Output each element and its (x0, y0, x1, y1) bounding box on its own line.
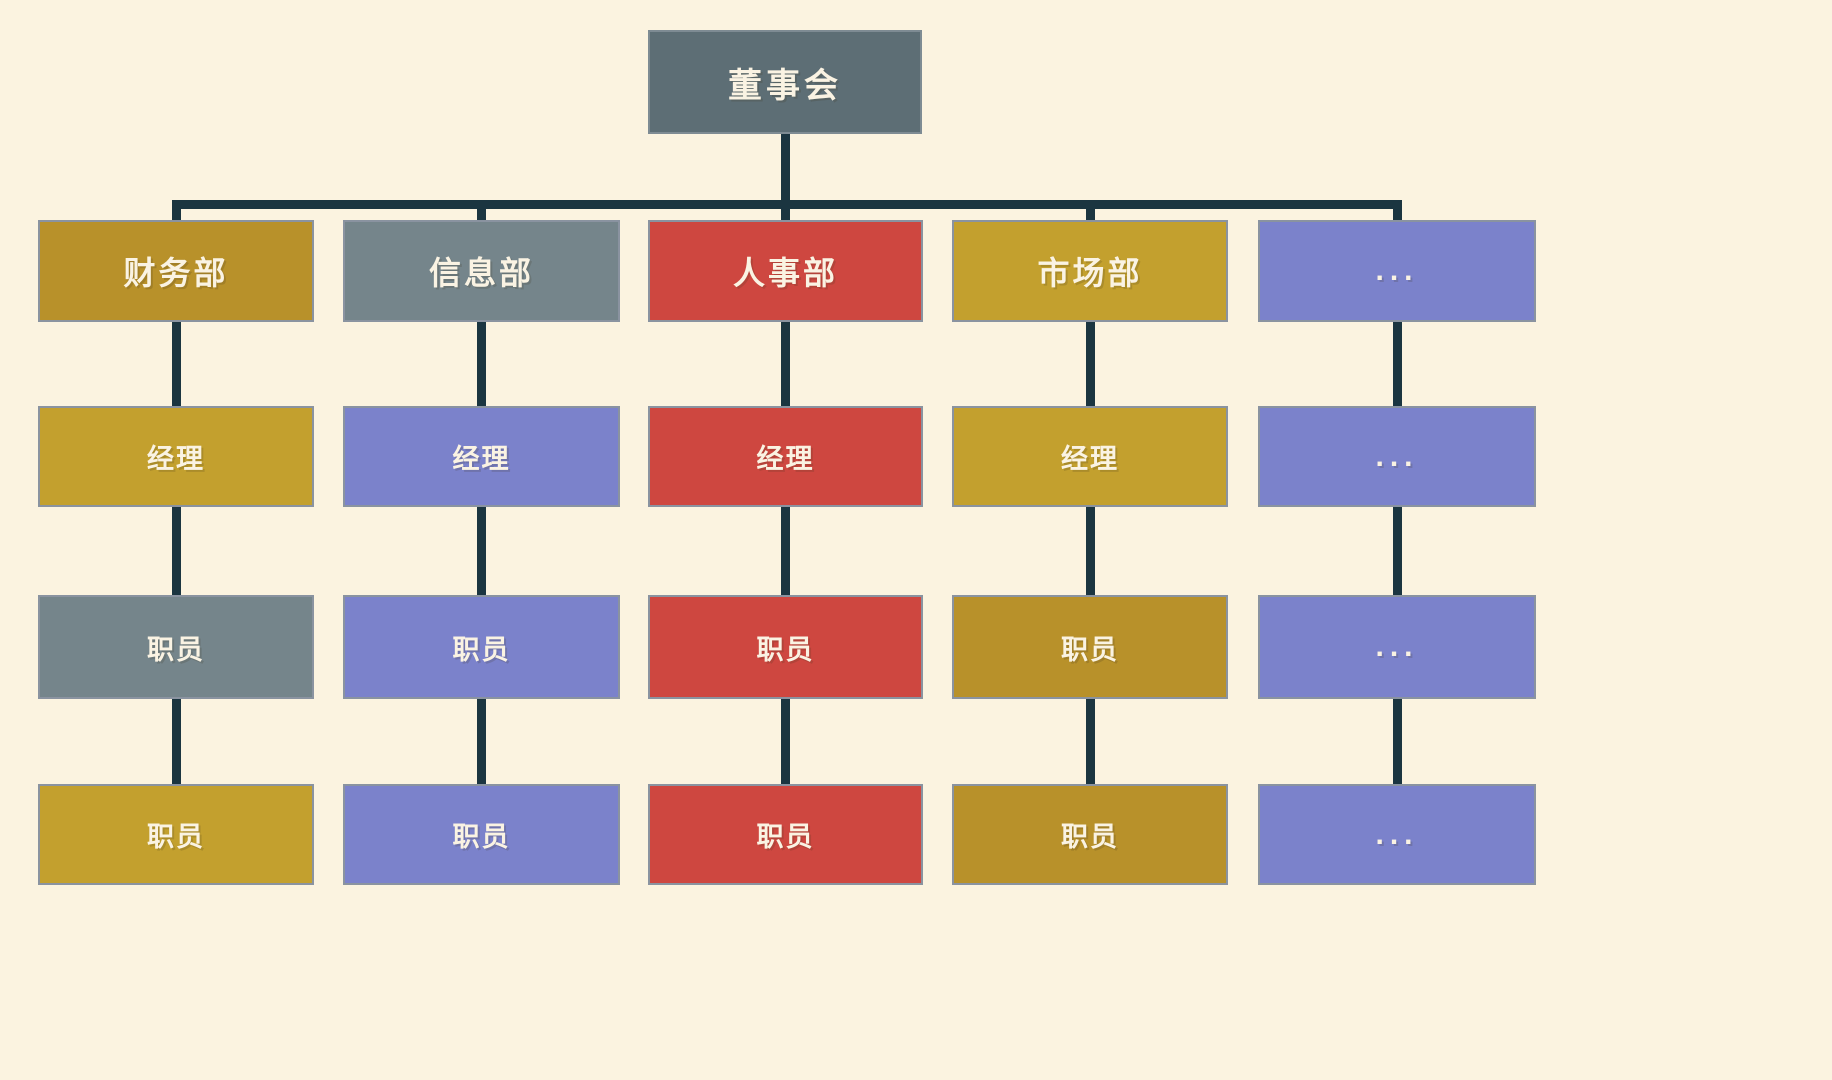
connector-drop-finance-3 (171, 696, 181, 788)
connector-drop-more-0 (1392, 200, 1402, 224)
node-marketing-manager-1[interactable]: 经理 (952, 406, 1228, 507)
node-label: 经理 (452, 444, 511, 474)
connector-drop-more-1 (1392, 319, 1402, 410)
connector-drop-marketing-3 (1085, 696, 1095, 788)
node-more-ellipsis-3[interactable]: ... (1258, 784, 1536, 885)
node-information-department-0[interactable]: 信息部 (343, 220, 620, 322)
connector-drop-finance-0 (171, 200, 181, 224)
node-label: 经理 (147, 444, 205, 474)
node-label: 职员 (1061, 634, 1119, 665)
node-marketing-staff-2[interactable]: 职员 (952, 595, 1228, 699)
connector-drop-marketing-1 (1085, 319, 1095, 410)
connector-drop-information-3 (477, 696, 486, 788)
node-more-ellipsis-1[interactable]: ... (1258, 406, 1536, 507)
node-marketing-department-0[interactable]: 市场部 (952, 220, 1228, 322)
node-label: ... (1375, 630, 1419, 663)
connector-drop-marketing-0 (1085, 200, 1095, 224)
node-label: ... (1375, 817, 1419, 851)
node-label: 人事部 (732, 255, 838, 291)
node-label: 经理 (756, 444, 815, 474)
connector-drop-finance-1 (171, 319, 181, 410)
node-label: 职员 (452, 822, 511, 852)
node-more-ellipsis-2[interactable]: ... (1258, 595, 1536, 699)
connector-drop-more-3 (1392, 696, 1402, 788)
connector-root-stem (780, 134, 790, 209)
node-finance-staff-3[interactable]: 职员 (38, 784, 314, 885)
connector-drop-information-0 (477, 200, 486, 224)
node-label: 董事会 (728, 66, 842, 105)
connector-drop-finance-2 (171, 504, 181, 599)
node-label: 职员 (756, 634, 815, 665)
connector-drop-human-resources-3 (781, 696, 790, 788)
connector-drop-human-resources-2 (781, 504, 790, 599)
connector-drop-marketing-2 (1085, 504, 1095, 599)
node-label: 经理 (1061, 444, 1119, 474)
node-label: 市场部 (1037, 255, 1143, 291)
node-human-resources-department-0[interactable]: 人事部 (648, 220, 923, 322)
node-information-manager-1[interactable]: 经理 (343, 406, 620, 507)
node-finance-staff-2[interactable]: 职员 (38, 595, 314, 699)
node-label: 职员 (756, 822, 815, 852)
node-board-of-directors[interactable]: 董事会 (648, 30, 922, 134)
connector-drop-information-1 (477, 319, 486, 410)
node-finance-department-0[interactable]: 财务部 (38, 220, 314, 322)
node-more-ellipsis-0[interactable]: ... (1258, 220, 1536, 322)
node-information-staff-2[interactable]: 职员 (343, 595, 620, 699)
node-label: 职员 (452, 634, 511, 665)
node-label: 信息部 (428, 255, 534, 291)
node-marketing-staff-3[interactable]: 职员 (952, 784, 1228, 885)
node-label: 职员 (147, 822, 205, 852)
connector-drop-information-2 (477, 504, 486, 599)
node-information-staff-3[interactable]: 职员 (343, 784, 620, 885)
node-label: ... (1375, 439, 1419, 473)
node-label: 财务部 (123, 255, 229, 291)
node-label: 职员 (1061, 822, 1119, 852)
node-label: 职员 (147, 634, 205, 665)
node-human-resources-staff-3[interactable]: 职员 (648, 784, 923, 885)
node-label: ... (1375, 254, 1419, 287)
connector-drop-more-2 (1392, 504, 1402, 599)
node-finance-manager-1[interactable]: 经理 (38, 406, 314, 507)
connector-drop-human-resources-1 (781, 319, 790, 410)
node-human-resources-staff-2[interactable]: 职员 (648, 595, 923, 699)
node-human-resources-manager-1[interactable]: 经理 (648, 406, 923, 507)
connector-drop-human-resources-0 (781, 200, 790, 224)
